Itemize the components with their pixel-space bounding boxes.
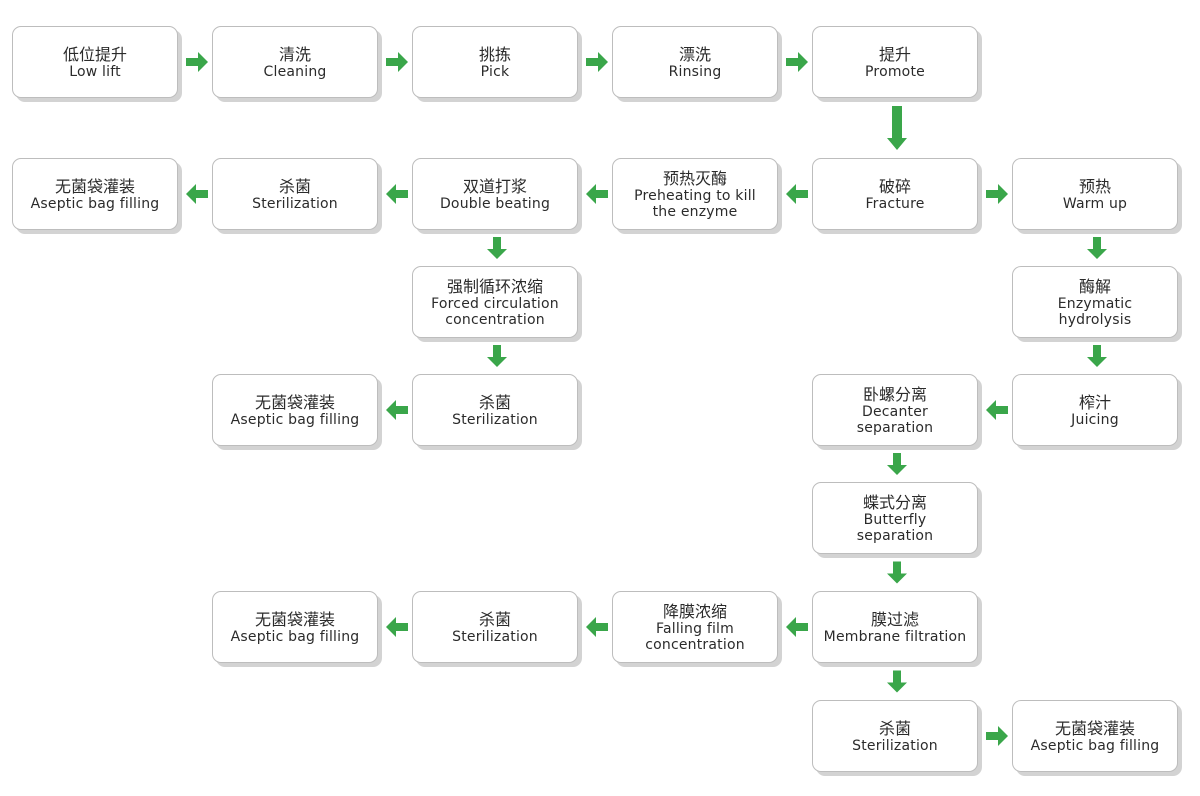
step-label-zh: 卧螺分离	[862, 384, 927, 404]
step-label-zh: 杀菌	[878, 718, 911, 738]
step-label-zh: 破碎	[878, 176, 911, 196]
step-label-en: Membrane filtration	[823, 628, 967, 645]
flow-arrow-left	[386, 617, 408, 637]
step-label-en: Cleaning	[263, 63, 327, 80]
step-label-en: Sterilization	[452, 411, 538, 428]
step-label-en: Double beating	[439, 195, 551, 212]
flow-arrow-right	[586, 52, 608, 72]
step-label-zh: 清洗	[278, 44, 311, 64]
flow-arrow-left	[786, 617, 808, 637]
step-label-zh: 酶解	[1078, 276, 1111, 296]
step-label-en: Rinsing	[668, 63, 722, 80]
step-label-zh: 无菌袋灌装	[254, 609, 335, 629]
step-label-zh: 低位提升	[62, 44, 127, 64]
flow-arrow-down	[887, 453, 907, 475]
step-label-en: Aseptic bag filling	[30, 195, 160, 212]
flow-arrow-left	[586, 617, 608, 637]
flow-arrow-left	[986, 400, 1008, 420]
flow-arrow-down	[887, 106, 907, 150]
flow-arrow-down	[1087, 345, 1107, 367]
step-label-en: Decanter separation	[856, 403, 934, 436]
flow-arrow-right	[386, 52, 408, 72]
step-label-en: Pick	[480, 63, 510, 80]
step-label-en: Sterilization	[852, 737, 938, 754]
step-label-en: Enzymatic hydrolysis	[1057, 295, 1133, 328]
step-label-zh: 强制循环浓缩	[446, 276, 543, 296]
flow-arrow-right	[186, 52, 208, 72]
step-label-zh: 无菌袋灌装	[254, 392, 335, 412]
step-label-en: Juicing	[1071, 411, 1119, 428]
step-label-zh: 双道打浆	[462, 176, 527, 196]
flow-arrow-left	[786, 184, 808, 204]
step-label-en: Aseptic bag filling	[230, 411, 360, 428]
flow-arrow-right	[986, 184, 1008, 204]
step-label-en: Falling film concentration	[645, 620, 745, 653]
step-label-en: Aseptic bag filling	[1030, 737, 1160, 754]
step-label-en: Preheating to kill the enzyme	[634, 187, 756, 220]
step-label-en: Sterilization	[452, 628, 538, 645]
flow-arrow-right	[786, 52, 808, 72]
step-label-en: Promote	[865, 63, 925, 80]
step-label-en: Fracture	[865, 195, 925, 212]
step-label-zh: 无菌袋灌装	[1054, 718, 1135, 738]
step-label-zh: 杀菌	[278, 176, 311, 196]
flow-arrow-down	[487, 345, 507, 367]
step-label-zh: 膜过滤	[870, 609, 919, 629]
flow-arrow-right	[986, 726, 1008, 746]
step-label-zh: 预热灭酶	[662, 168, 727, 188]
flow-arrow-left	[586, 184, 608, 204]
step-label-zh: 杀菌	[478, 392, 511, 412]
step-label-en: Aseptic bag filling	[230, 628, 360, 645]
flow-arrow-left	[386, 400, 408, 420]
flow-arrow-down	[887, 670, 907, 693]
step-label-zh: 蝶式分离	[862, 492, 927, 512]
step-label-en: Forced circulation concentration	[431, 295, 559, 328]
flow-arrow-left	[386, 184, 408, 204]
step-label-zh: 提升	[878, 44, 911, 64]
flow-arrow-left	[186, 184, 208, 204]
step-label-en: Warm up	[1062, 195, 1128, 212]
step-label-zh: 预热	[1078, 176, 1111, 196]
step-label-en: Low lift	[69, 63, 121, 80]
flow-arrow-down	[1087, 237, 1107, 259]
step-label-zh: 榨汁	[1078, 392, 1111, 412]
step-label-zh: 无菌袋灌装	[54, 176, 135, 196]
step-label-zh: 杀菌	[478, 609, 511, 629]
step-label-zh: 挑拣	[478, 44, 511, 64]
flow-arrow-down	[487, 237, 507, 259]
step-label-en: Sterilization	[252, 195, 338, 212]
step-label-zh: 漂洗	[678, 44, 711, 64]
flow-arrow-down	[887, 561, 907, 584]
step-label-en: Butterfly separation	[856, 511, 934, 544]
step-label-zh: 降膜浓缩	[662, 601, 727, 621]
